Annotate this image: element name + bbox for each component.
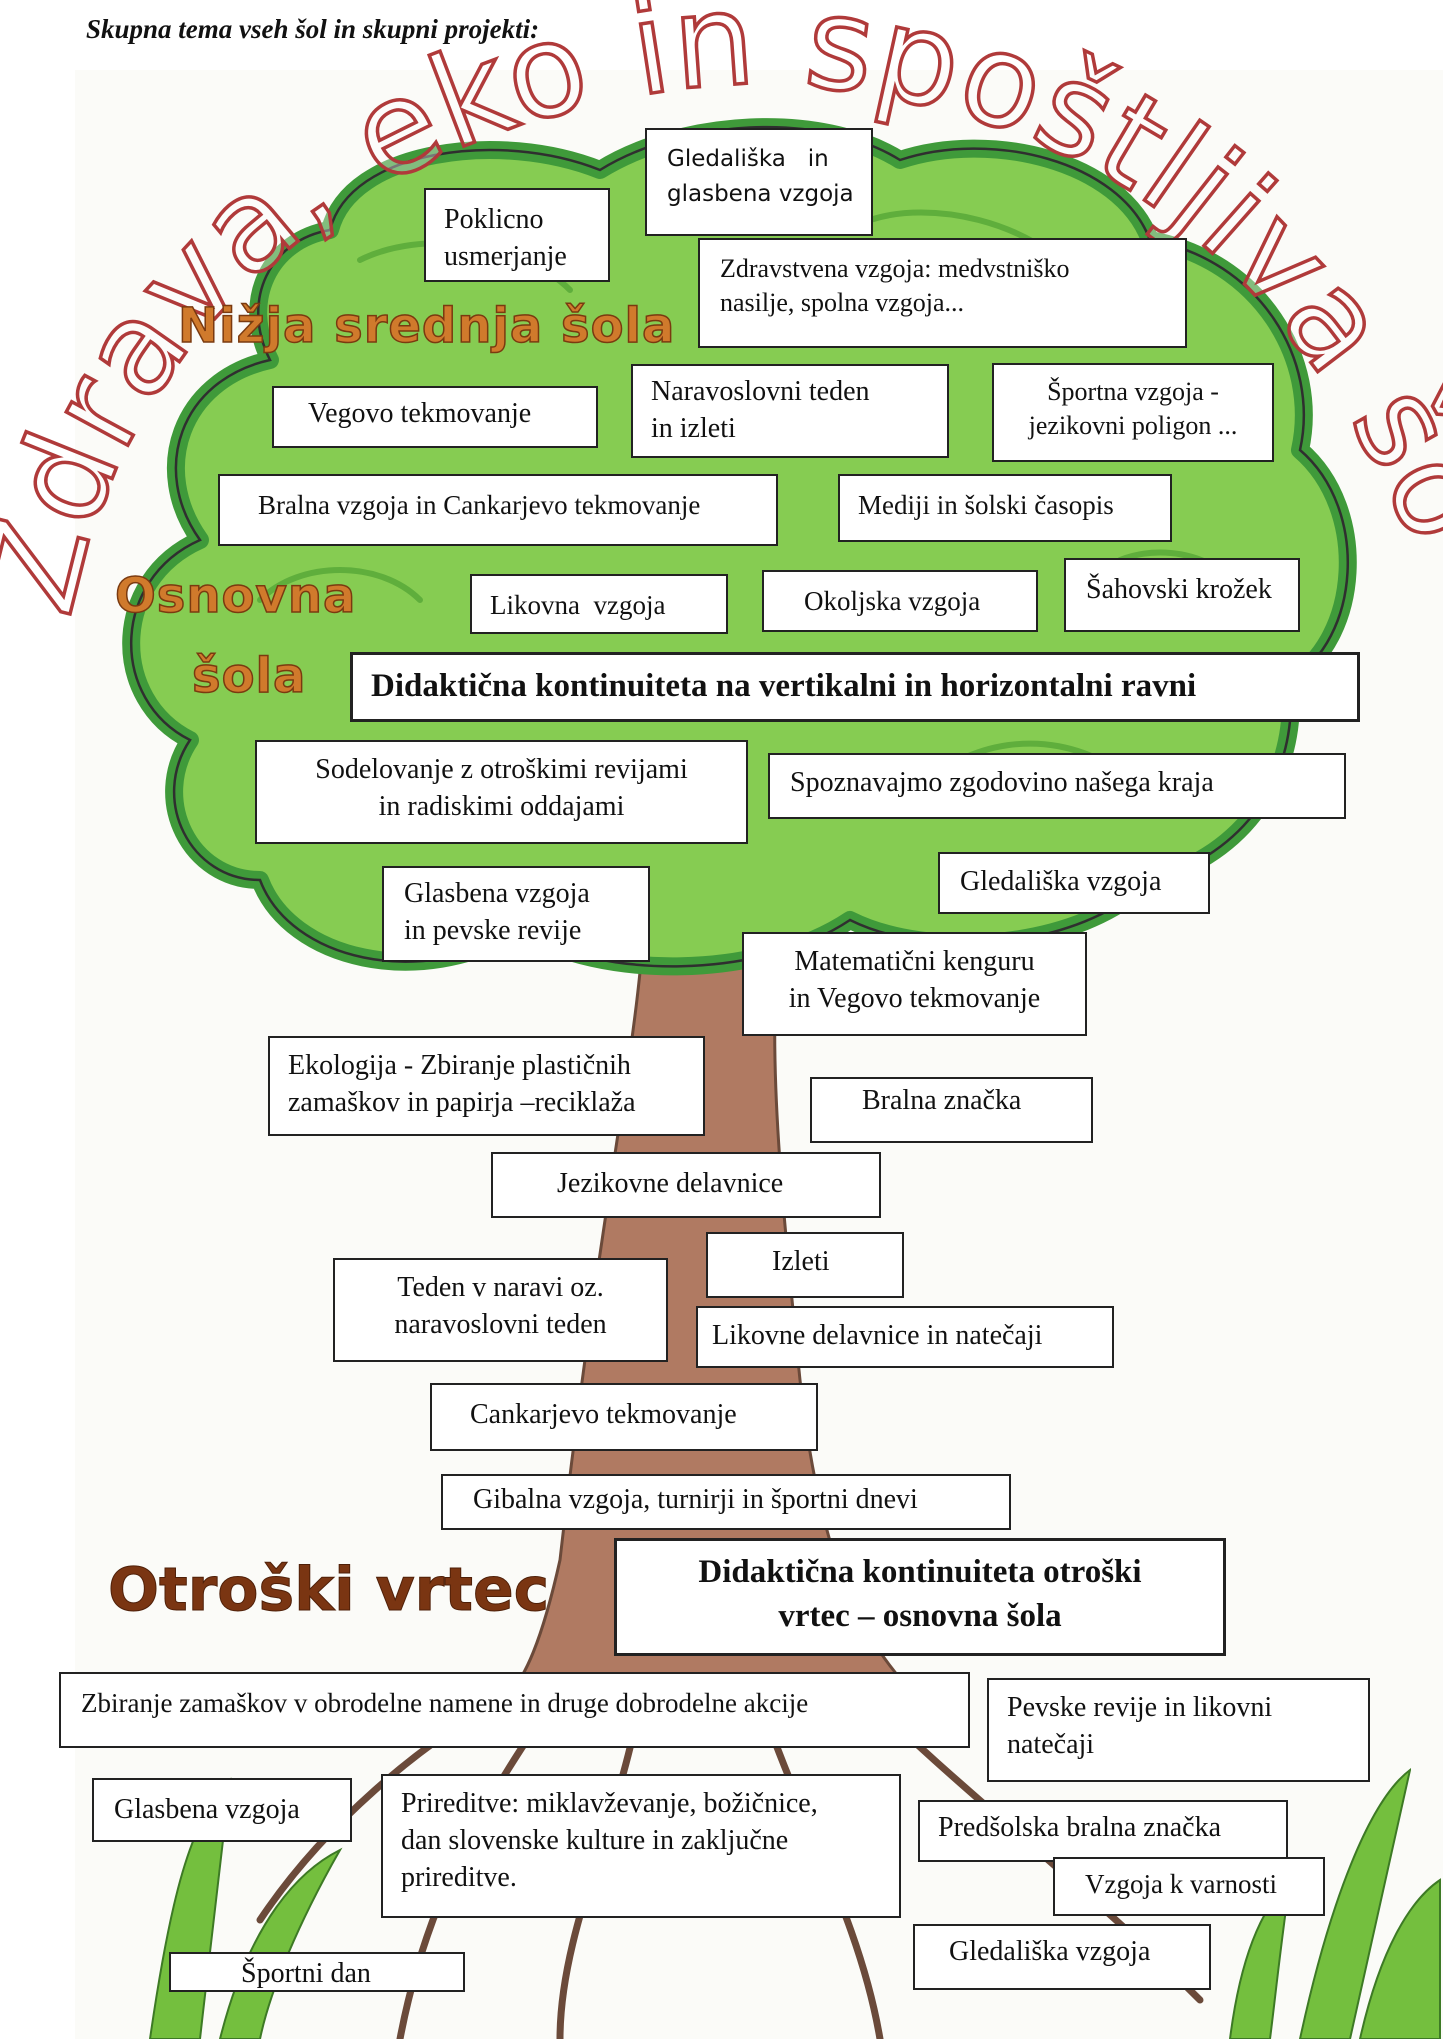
continuity-school-text: Didaktična kontinuiteta na vertikalni in… xyxy=(371,668,1197,704)
box-gibalna-vzgoja: Gibalna vzgoja, turnirji in športni dnev… xyxy=(441,1474,1011,1530)
box-line: Športni dan xyxy=(241,1958,371,1989)
box-line: Pevske revije in likovni xyxy=(1007,1692,1273,1723)
box-jezikovne-delavnice: Jezikovne delavnice xyxy=(491,1152,881,1218)
box-line: in pevske revije xyxy=(404,914,582,946)
box-line: Naravoslovni teden xyxy=(651,376,870,407)
box-bralna-vzgoja-cankarjevo: Bralna vzgoja in Cankarjevo tekmovanje xyxy=(218,474,778,546)
box-line: Bralna značka xyxy=(862,1085,1022,1116)
box-line: Prireditve: miklavževanje, božičnice, xyxy=(401,1788,818,1819)
box-spoznavajmo-zgodovino: Spoznavajmo zgodovino našega kraja xyxy=(768,753,1346,819)
box-matematicni-kenguru: Matematični kenguru in Vegovo tekmovanje xyxy=(742,932,1087,1036)
box-line: in radiskimi oddajami xyxy=(378,790,625,822)
box-line: Glasbena vzgoja xyxy=(114,1794,300,1825)
box-line: Jezikovne delavnice xyxy=(557,1168,784,1199)
box-line: Vzgoja k varnosti xyxy=(1085,1869,1277,1899)
box-line: Šahovski krožek xyxy=(1086,574,1272,605)
box-line: glasbena vzgoja xyxy=(667,180,854,207)
box-naravoslovni-teden-in-izleti: Naravoslovni teden in izleti xyxy=(631,364,949,458)
level-label-sola: šola xyxy=(191,647,307,705)
box-line: Likovne delavnice in natečaji xyxy=(712,1320,1043,1351)
box-okoljska-vzgoja: Okoljska vzgoja xyxy=(762,570,1038,632)
continuity-kindergarten-banner: Didaktična kontinuiteta otroški vrtec – … xyxy=(614,1538,1226,1656)
box-line: dan slovenske kulture in zaključne xyxy=(401,1824,789,1856)
page-header: Skupna tema vseh šol in skupni projekti: xyxy=(86,14,540,44)
box-glasbena-vzgoja-pevske-revije: Glasbena vzgoja in pevske revije xyxy=(382,866,650,962)
box-line: in Vegovo tekmovanje xyxy=(788,982,1041,1014)
box-line: Bralna vzgoja in Cankarjevo tekmovanje xyxy=(258,490,701,520)
box-pevske-revije-likovni: Pevske revije in likovni natečaji xyxy=(987,1678,1370,1782)
box-sodelovanje-z-revijami: Sodelovanje z otroškimi revijami in radi… xyxy=(255,740,748,844)
box-line: usmerjanje xyxy=(444,240,567,272)
box-zbiranje-zamaskov: Zbiranje zamaškov v obrodelne namene in … xyxy=(59,1672,970,1748)
box-line: Mediji in šolski časopis xyxy=(858,490,1114,520)
box-ekologija-zbiranje: Ekologija - Zbiranje plastičnih zamaškov… xyxy=(268,1036,705,1136)
box-izleti: Izleti xyxy=(706,1232,904,1298)
box-line: naravoslovni teden xyxy=(394,1308,607,1340)
box-sportna-vzgoja-jezikovni-poligon: Športna vzgoja - jezikovni poligon ... xyxy=(992,363,1274,462)
box-teden-v-naravi: Teden v naravi oz. naravoslovni teden xyxy=(333,1258,668,1362)
box-likovna-vzgoja: Likovna vzgoja xyxy=(470,574,728,634)
box-line: Ekologija - Zbiranje plastičnih xyxy=(288,1050,631,1081)
box-line: Teden v naravi oz. xyxy=(397,1272,604,1303)
box-line: Cankarjevo tekmovanje xyxy=(470,1399,737,1430)
box-poklicno-usmerjanje: Poklicno usmerjanje xyxy=(424,188,610,282)
box-gledaliska-in-glasbena-vzgoja: Gledališka in glasbena vzgoja xyxy=(645,128,873,236)
box-predsolska-bralna-znacka: Predšolska bralna značka xyxy=(918,1800,1288,1862)
level-label-otroski-vrtec: Otroški vrtec xyxy=(107,1555,550,1626)
box-line: Spoznavajmo zgodovino našega kraja xyxy=(790,767,1214,798)
box-prireditve: Prireditve: miklavževanje, božičnice, da… xyxy=(381,1774,901,1918)
box-line: natečaji xyxy=(1007,1728,1095,1760)
box-line: zamaškov in papirja –reciklaža xyxy=(288,1086,636,1118)
box-line: Sodelovanje z otroškimi revijami xyxy=(315,754,688,785)
box-gledaliska-vzgoja-vrtec: Gledališka vzgoja xyxy=(913,1924,1211,1990)
level-label-osnovna: Osnovna xyxy=(114,567,357,625)
box-line: in izleti xyxy=(651,412,736,444)
box-vegovo-tekmovanje: Vegovo tekmovanje xyxy=(272,386,598,448)
continuity-school-banner: Didaktična kontinuiteta na vertikalni in… xyxy=(350,652,1360,722)
box-line: Glasbena vzgoja xyxy=(404,878,590,909)
box-line: Zdravstvena vzgoja: medvstniško xyxy=(720,254,1070,283)
box-line: Zbiranje zamaškov v obrodelne namene in … xyxy=(81,1688,809,1718)
box-line: Gledališka vzgoja xyxy=(949,1936,1151,1967)
box-line: jezikovni poligon ... xyxy=(1028,411,1238,441)
continuity-kindergarten-line-2: vrtec – osnovna šola xyxy=(778,1597,1062,1634)
box-vzgoja-k-varnosti: Vzgoja k varnosti xyxy=(1053,1857,1325,1916)
box-sportni-dan: Športni dan xyxy=(169,1952,465,1992)
box-line: Vegovo tekmovanje xyxy=(308,398,532,429)
box-line: Izleti xyxy=(772,1246,830,1277)
box-bralna-znacka: Bralna značka xyxy=(810,1077,1093,1143)
box-line: Matematični kenguru xyxy=(794,946,1035,977)
box-zdravstvena-vzgoja: Zdravstvena vzgoja: medvstniško nasilje,… xyxy=(698,238,1187,348)
box-line: Gledališka in xyxy=(667,146,829,172)
level-label-nizja-srednja-sola: Nižja srednja šola xyxy=(177,297,676,355)
box-likovne-delavnice: Likovne delavnice in natečaji xyxy=(696,1306,1114,1368)
box-line: Gledališka vzgoja xyxy=(960,866,1162,897)
box-line: Poklicno xyxy=(444,204,544,235)
box-line: nasilje, spolna vzgoja... xyxy=(720,288,965,318)
box-line: Predšolska bralna značka xyxy=(938,1812,1221,1843)
box-line: Okoljska vzgoja xyxy=(804,586,981,616)
box-line: prireditve. xyxy=(401,1861,517,1893)
box-gledaliska-vzgoja-os: Gledališka vzgoja xyxy=(938,852,1210,914)
box-cankarjevo-tekmovanje: Cankarjevo tekmovanje xyxy=(430,1383,818,1451)
continuity-kindergarten-line-1: Didaktična kontinuiteta otroški xyxy=(698,1554,1142,1590)
box-line: Gibalna vzgoja, turnirji in športni dnev… xyxy=(473,1484,918,1515)
box-line: Likovna vzgoja xyxy=(490,590,666,620)
box-sahovski-krozek: Šahovski krožek xyxy=(1064,558,1300,632)
box-line: Športna vzgoja - xyxy=(1047,377,1219,406)
box-mediji-in-solski-casopis: Mediji in šolski časopis xyxy=(838,474,1172,542)
box-glasbena-vzgoja-vrtec: Glasbena vzgoja xyxy=(92,1778,352,1842)
